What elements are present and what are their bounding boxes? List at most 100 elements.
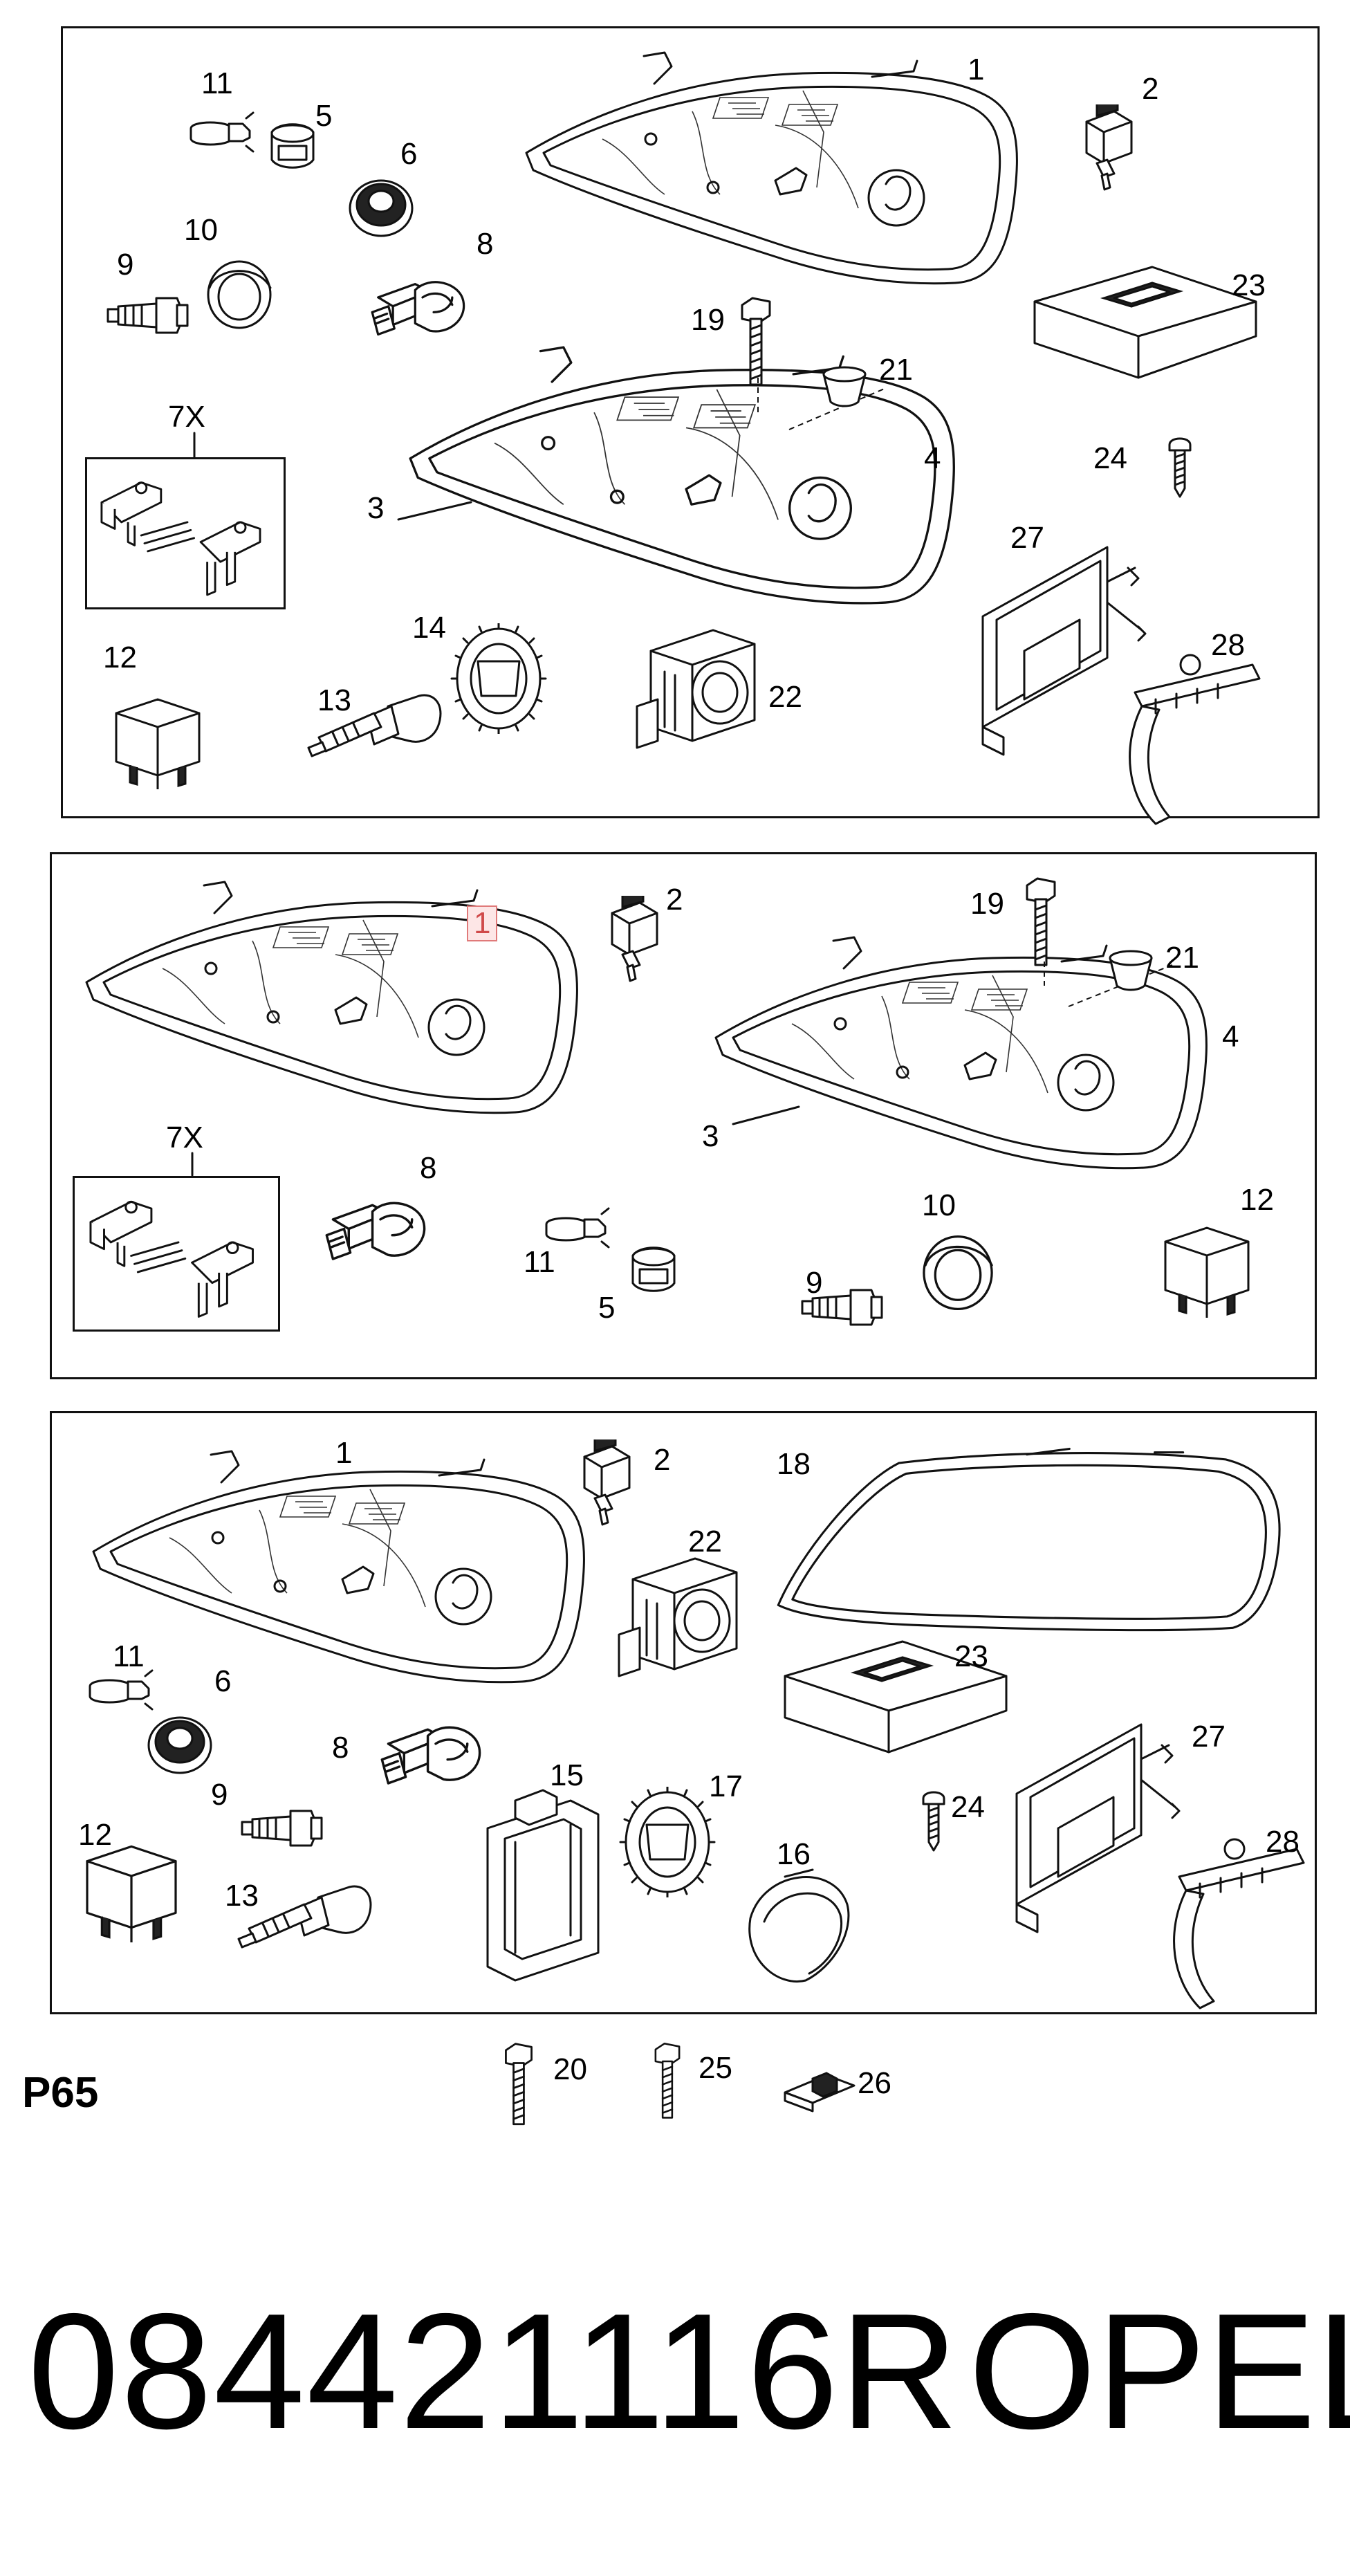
- nut-part-26: [778, 2068, 861, 2117]
- callout-3-mid[interactable]: 3: [702, 1119, 719, 1153]
- callout-20[interactable]: 20: [553, 2052, 587, 2086]
- callout-27[interactable]: 27: [1010, 521, 1044, 555]
- lens-cover-part-18: [771, 1441, 1297, 1641]
- callout-28-bot[interactable]: 28: [1266, 1825, 1300, 1859]
- leader-7x-mid: [189, 1153, 196, 1178]
- screw-part-24: [1166, 436, 1194, 499]
- bracket-part-28: [1114, 651, 1266, 831]
- callout-21[interactable]: 21: [879, 353, 913, 387]
- callout-2-mid[interactable]: 2: [666, 883, 683, 917]
- callout-18[interactable]: 18: [777, 1447, 811, 1481]
- bulb-h4-part-9-bot: [239, 1801, 329, 1856]
- callout-13[interactable]: 13: [317, 683, 351, 717]
- headlamp-left-part-1: [506, 49, 1031, 298]
- callout-22[interactable]: 22: [768, 680, 802, 714]
- plug-part-21-mid: [1103, 944, 1158, 1000]
- panel-bottom-diagram: 1 2 6 8 9 11 12 13 15 16 17 18 22 23 24 …: [50, 1411, 1317, 2014]
- callout-19-mid[interactable]: 19: [970, 887, 1004, 921]
- callout-13-bot[interactable]: 13: [225, 1879, 259, 1913]
- callout-2-bot[interactable]: 2: [654, 1443, 671, 1477]
- connector-kit-box-7x-mid: [73, 1176, 280, 1332]
- bolt-part-19-mid: [1020, 875, 1062, 972]
- connector-kit-box-7x: [85, 457, 286, 609]
- callout-12[interactable]: 12: [103, 641, 137, 674]
- grommet-part-6: [343, 167, 419, 243]
- bolt-part-20: [498, 2041, 539, 2131]
- gear-ring-part-14: [450, 623, 547, 734]
- callout-11-bot[interactable]: 11: [113, 1639, 145, 1673]
- callout-25[interactable]: 25: [699, 2051, 732, 2085]
- ring-part-10: [201, 257, 277, 333]
- callout-2[interactable]: 2: [1142, 72, 1159, 106]
- callout-10[interactable]: 10: [184, 213, 218, 247]
- clip-part-5-mid: [619, 1242, 688, 1304]
- callout-4[interactable]: 4: [924, 441, 941, 475]
- callout-5-mid[interactable]: 5: [598, 1291, 616, 1325]
- leader-3-mid: [730, 1103, 806, 1131]
- callout-11-mid[interactable]: 11: [524, 1245, 555, 1279]
- callout-8-bot[interactable]: 8: [332, 1731, 349, 1765]
- callout-23-bot[interactable]: 23: [954, 1639, 988, 1673]
- callout-1[interactable]: 1: [968, 53, 985, 86]
- callout-28[interactable]: 28: [1211, 628, 1245, 662]
- callout-23[interactable]: 23: [1232, 268, 1266, 302]
- callout-6-bot[interactable]: 6: [214, 1664, 232, 1698]
- callout-9-bot[interactable]: 9: [211, 1778, 228, 1812]
- callout-16[interactable]: 16: [777, 1837, 811, 1871]
- housing-part-22: [630, 623, 768, 769]
- callout-17[interactable]: 17: [709, 1769, 743, 1803]
- bulb-h7-part-8: [371, 267, 474, 350]
- callout-24[interactable]: 24: [1093, 441, 1127, 475]
- callout-7x[interactable]: 7X: [168, 400, 205, 434]
- callout-12-mid[interactable]: 12: [1240, 1183, 1274, 1217]
- callout-21-mid[interactable]: 21: [1165, 941, 1199, 975]
- callout-7x-mid[interactable]: 7X: [166, 1121, 203, 1154]
- leader-3: [395, 499, 478, 526]
- callout-24-bot[interactable]: 24: [951, 1790, 985, 1824]
- callout-1-bot[interactable]: 1: [335, 1436, 353, 1470]
- callout-14[interactable]: 14: [412, 611, 446, 645]
- callout-9[interactable]: 9: [117, 248, 134, 282]
- frame-part-15: [474, 1787, 605, 1987]
- callout-26[interactable]: 26: [858, 2066, 891, 2100]
- page-code-label: P65: [22, 2069, 99, 2117]
- bulb-part-11: [181, 111, 257, 153]
- headlamp-left-part-1-bot: [73, 1448, 598, 1697]
- callout-5[interactable]: 5: [315, 99, 333, 133]
- gear-ring-part-17: [619, 1787, 716, 1897]
- relay-part-12-mid: [1155, 1214, 1259, 1318]
- motor-actuator-part-2: [1080, 104, 1135, 194]
- grommet-part-6-bot: [142, 1704, 218, 1780]
- connector-kit-part-7x: [87, 463, 288, 608]
- motor-actuator-part-2-bot: [577, 1439, 633, 1529]
- callout-15[interactable]: 15: [550, 1758, 584, 1792]
- callout-1-highlighted[interactable]: 1: [467, 905, 498, 941]
- callout-9-mid[interactable]: 9: [806, 1266, 823, 1300]
- callout-8-mid[interactable]: 8: [420, 1151, 437, 1185]
- callout-19[interactable]: 19: [691, 303, 725, 337]
- bulb-h7-part-8-mid: [325, 1186, 436, 1276]
- bracket-part-28-bot: [1158, 1835, 1311, 2015]
- screw-part-24-bot: [920, 1790, 947, 1852]
- callout-22-bot[interactable]: 22: [688, 1525, 722, 1558]
- callout-8[interactable]: 8: [477, 227, 494, 261]
- plug-part-21: [817, 360, 872, 416]
- housing-part-22-bot: [612, 1552, 750, 1697]
- panel-top-diagram: 1 2 3 4 5 6 7X 8 9 10 11 12 13 14 19 21 …: [61, 26, 1320, 818]
- callout-12-bot[interactable]: 12: [78, 1818, 112, 1852]
- headlamp-left-part-1-mid: [66, 878, 591, 1128]
- leader-19: [755, 374, 893, 436]
- callout-4-mid[interactable]: 4: [1222, 1020, 1239, 1054]
- ecu-ballast-part-23: [1028, 260, 1263, 385]
- callout-27-bot[interactable]: 27: [1192, 1720, 1226, 1754]
- ring-part-10-mid: [916, 1231, 999, 1314]
- callout-11[interactable]: 11: [201, 66, 233, 100]
- callout-3[interactable]: 3: [367, 491, 385, 525]
- bulb-part-11-mid: [536, 1207, 612, 1249]
- callout-6[interactable]: 6: [400, 137, 418, 171]
- panel-middle-diagram: 1 2 3 4 5 7X 8 9 10 11 12 19 21: [50, 852, 1317, 1379]
- callout-10-mid[interactable]: 10: [922, 1188, 956, 1222]
- leader-19-mid: [1041, 958, 1179, 1013]
- leader-7x: [191, 433, 198, 461]
- bolt-part-25: [647, 2041, 688, 2124]
